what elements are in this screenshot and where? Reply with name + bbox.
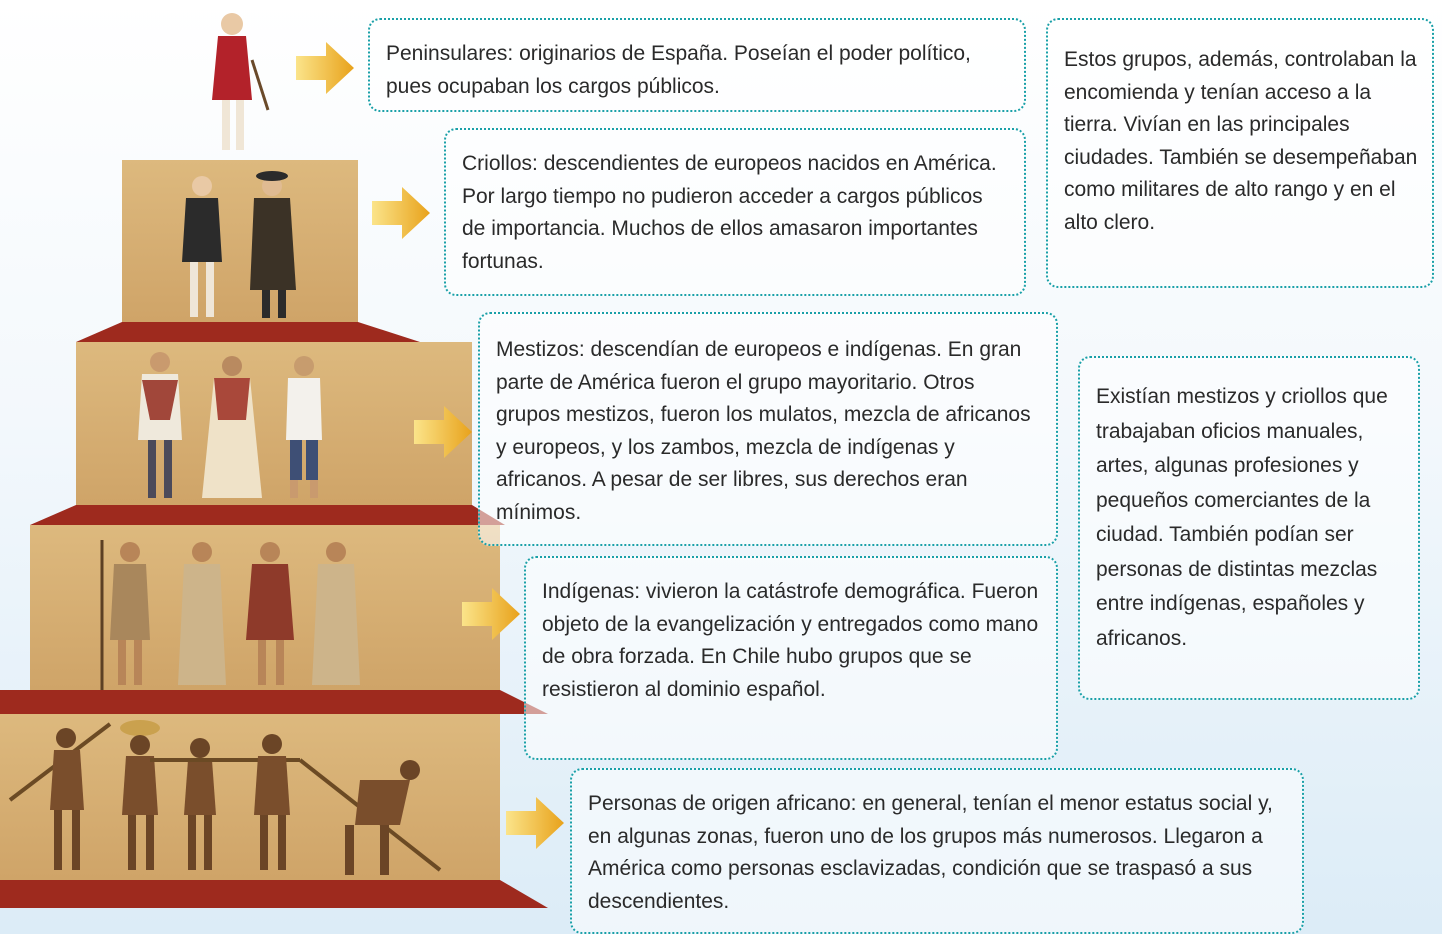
indigenas-text: vivieron la catástrofe demográfica. Fuer… bbox=[542, 580, 1039, 701]
indigena-figures bbox=[100, 540, 360, 690]
pyramid-step-2-face bbox=[122, 160, 358, 322]
africanos-box: Personas de origen africano: en general,… bbox=[570, 768, 1304, 934]
criollos-text: descendientes de europeos nacidos en Amé… bbox=[462, 152, 997, 273]
pyramid-step-5-floor bbox=[0, 880, 548, 908]
peninsulares-term: Peninsulares: bbox=[386, 42, 514, 65]
elite-note-text: Estos grupos, además, controlaban la enc… bbox=[1064, 48, 1418, 234]
criollos-box: Criollos: descendientes de europeos naci… bbox=[444, 128, 1026, 296]
mestizo-figures bbox=[138, 352, 322, 498]
pyramid-step-2-floor bbox=[76, 322, 420, 342]
arrow-icon bbox=[414, 406, 472, 458]
arrow-icon bbox=[506, 797, 564, 849]
peninsulares-text: originarios de España. Poseían el poder … bbox=[386, 42, 971, 98]
pyramid-step-4-floor bbox=[0, 690, 548, 714]
pyramid-step-3-face bbox=[76, 342, 472, 505]
indigenas-term: Indígenas: bbox=[542, 580, 641, 603]
criollos-term: Criollos: bbox=[462, 152, 538, 175]
elite-note-box: Estos grupos, además, controlaban la enc… bbox=[1046, 18, 1434, 288]
africano-figures bbox=[8, 720, 442, 875]
middle-note-text: Existían mestizos y criollos que trabaja… bbox=[1096, 385, 1388, 650]
arrow-icon bbox=[372, 187, 430, 239]
peninsulares-box: Peninsulares: originarios de España. Pos… bbox=[368, 18, 1026, 112]
arrow-icon bbox=[296, 42, 354, 94]
pyramid-step-3-floor bbox=[30, 505, 505, 525]
social-pyramid bbox=[0, 13, 548, 908]
africanos-term: Personas de origen africano: bbox=[588, 792, 857, 815]
middle-note-box: Existían mestizos y criollos que trabaja… bbox=[1078, 356, 1420, 700]
africanos-text: en general, tenían el menor estatus soci… bbox=[588, 792, 1273, 913]
mestizos-text: descendían de europeos e indígenas. En g… bbox=[496, 338, 1031, 524]
peninsular-figure bbox=[212, 13, 270, 150]
mestizos-term: Mestizos: bbox=[496, 338, 585, 361]
arrow-icon bbox=[462, 588, 520, 640]
criollo-figures bbox=[182, 171, 296, 318]
mestizos-box: Mestizos: descendían de europeos e indíg… bbox=[478, 312, 1058, 546]
indigenas-box: Indígenas: vivieron la catástrofe demogr… bbox=[524, 556, 1058, 760]
